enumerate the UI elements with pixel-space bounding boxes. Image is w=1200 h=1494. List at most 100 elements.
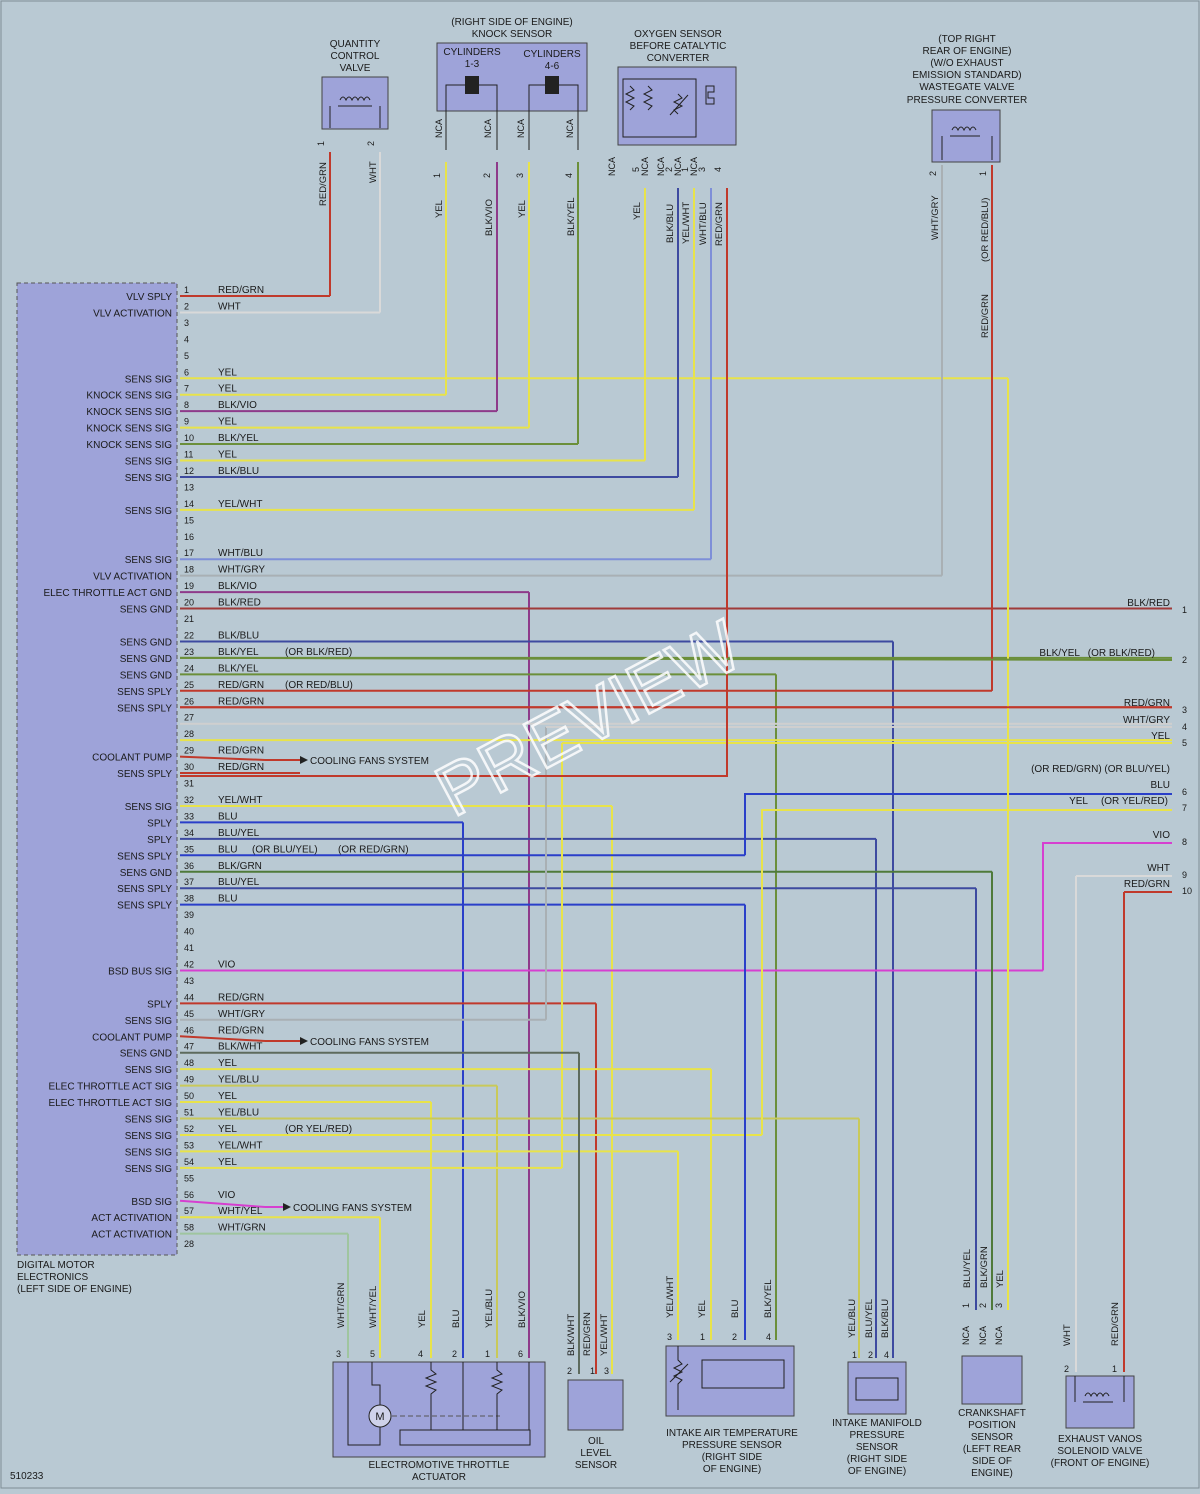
ecu-pin-number: 28 <box>184 729 194 739</box>
svg-text:1: 1 <box>316 141 326 146</box>
ecu-pin-number: 11 <box>184 450 193 460</box>
ecu-wire-color: BLK/GRN <box>218 861 262 872</box>
ecu-pin-number: 22 <box>184 630 194 640</box>
variable-resistor-icon <box>672 93 684 115</box>
ecu-pin-number: 16 <box>184 532 194 542</box>
right-connector-alt: (OR BLK/RED) <box>1088 648 1155 659</box>
svg-text:BLU/YEL: BLU/YEL <box>864 1299 875 1338</box>
svg-text:YEL: YEL <box>417 1310 428 1328</box>
wire-segment <box>1042 842 1172 971</box>
svg-text:WHT/YEL: WHT/YEL <box>368 1286 379 1328</box>
ecu-pin-number: 34 <box>184 828 194 838</box>
svg-text:1: 1 <box>485 1349 490 1359</box>
ecu-wire-color: BLK/BLU <box>218 630 259 641</box>
svg-text:5: 5 <box>631 167 641 172</box>
ecu-pin-number: 1 <box>184 285 189 295</box>
ecu-pin-signal: KNOCK SENS SIG <box>86 407 172 418</box>
ecu-pin-number: 19 <box>184 581 194 591</box>
svg-text:NCA: NCA <box>994 1326 1004 1345</box>
solenoid-coil-icon <box>339 96 371 102</box>
ecu-pin-number: 46 <box>184 1025 194 1035</box>
right-connector-alt: (OR RED/GRN) (OR BLU/YEL) <box>1031 764 1170 775</box>
ecu-wire-color: YEL/BLU <box>218 1108 259 1119</box>
svg-text:SOLENOID VALVE: SOLENOID VALVE <box>1057 1446 1143 1457</box>
ecu-pin-signal: VLV ACTIVATION <box>93 572 172 583</box>
svg-text:2: 2 <box>366 141 376 146</box>
ecu-pin-number: 37 <box>184 877 194 887</box>
ecu-pin-signal: SENS SIG <box>125 1016 172 1027</box>
ecu-pin-number: 45 <box>184 1009 194 1019</box>
ecu-pin-signal: SENS SIG <box>125 374 172 385</box>
svg-text:BLU: BLU <box>730 1299 741 1318</box>
ecu-wire-color: BLK/YEL <box>218 433 259 444</box>
oxygen-sensor: OXYGEN SENSOR BEFORE CATALYTIC CONVERTER… <box>607 29 737 246</box>
resistor-icon <box>642 85 654 111</box>
ecu-pin-number: 28 <box>184 1239 194 1249</box>
svg-text:EXHAUST VANOS: EXHAUST VANOS <box>1058 1434 1142 1445</box>
ecu-pin-number: 57 <box>184 1206 194 1216</box>
svg-text:OF ENGINE): OF ENGINE) <box>848 1466 906 1477</box>
ecu-wire-color: YEL/WHT <box>218 499 262 510</box>
ecu-pin-number: 9 <box>184 417 189 427</box>
svg-text:BLK/YEL: BLK/YEL <box>763 1279 774 1318</box>
right-connector-wire: RED/GRN <box>1124 698 1170 709</box>
ecu-pin-number: 8 <box>184 400 189 410</box>
ecu-pin-number: 32 <box>184 795 194 805</box>
wire-segment <box>761 809 1172 1135</box>
svg-text:NCA: NCA <box>565 119 575 138</box>
knock-sensor: (RIGHT SIDE OF ENGINE) KNOCK SENSOR CYLI… <box>432 17 588 236</box>
svg-text:SENSOR: SENSOR <box>575 1460 617 1471</box>
svg-text:INTAKE MANIFOLD: INTAKE MANIFOLD <box>832 1418 922 1429</box>
ecu-wire-color: WHT/GRN <box>218 1223 266 1234</box>
ecu-pin-signal: COOLANT PUMP <box>92 753 172 764</box>
svg-text:KNOCK SENSOR: KNOCK SENSOR <box>472 29 553 40</box>
svg-text:VALVE: VALVE <box>340 63 371 74</box>
wire-segment <box>744 793 1172 856</box>
ecu-pin-number: 58 <box>184 1223 194 1233</box>
ecu-pin-signal: SPLY <box>147 835 172 846</box>
ecu-pin-number: 20 <box>184 598 194 608</box>
svg-text:4: 4 <box>564 173 574 178</box>
ecu-pin-number: 21 <box>184 614 194 624</box>
ecu-pin-number: 40 <box>184 927 194 937</box>
ecu-pin-signal: SENS SPLY <box>117 687 172 698</box>
svg-text:4: 4 <box>418 1349 423 1359</box>
svg-text:2: 2 <box>1064 1364 1069 1374</box>
ecu-pin-number: 6 <box>184 367 189 377</box>
solenoid-coil-icon <box>951 126 977 132</box>
svg-text:YEL/WHT: YEL/WHT <box>665 1276 676 1318</box>
svg-text:4: 4 <box>766 1332 771 1342</box>
ecu-pin-number: 3 <box>184 318 189 328</box>
svg-text:1: 1 <box>1112 1364 1117 1374</box>
svg-text:(W/O EXHAUST: (W/O EXHAUST <box>930 58 1003 69</box>
ecu-pin-number: 30 <box>184 762 194 772</box>
ecu-pin-number: 29 <box>184 746 194 756</box>
ecu-pin-number: 53 <box>184 1140 194 1150</box>
ecu-wire-color: RED/GRN <box>218 746 264 757</box>
ecu-pin-number: 51 <box>184 1108 194 1118</box>
svg-text:RED/GRN: RED/GRN <box>582 1312 593 1356</box>
svg-text:YEL: YEL <box>434 200 445 218</box>
thermistor-icon <box>672 1346 684 1410</box>
svg-text:1: 1 <box>700 1332 705 1342</box>
ecu-pin-signal: ELEC THROTTLE ACT SIG <box>48 1082 172 1093</box>
electromotive-throttle-actuator: M 3 5 4 2 1 6 WHT/GRN WHT/YEL YEL BLU YE… <box>332 1282 546 1483</box>
ecu-pin-signal: ACT ACTIVATION <box>91 1213 172 1224</box>
ecu-pin-signal: VLV ACTIVATION <box>93 308 172 319</box>
ecu-pin-signal: SENS GND <box>120 637 172 648</box>
svg-text:(FRONT OF ENGINE): (FRONT OF ENGINE) <box>1051 1458 1150 1469</box>
svg-text:2: 2 <box>868 1350 873 1360</box>
potentiometer-icon <box>424 1362 438 1430</box>
right-connector-pin: 3 <box>1182 705 1187 715</box>
svg-text:1: 1 <box>432 173 442 178</box>
ecu-wire-color: BLU/YEL <box>218 877 260 888</box>
oil-level-sensor: 2 1 3 BLK/WHT RED/GRN YEL/WHT OIL LEVEL … <box>566 1312 624 1471</box>
ecu-pin-number: 26 <box>184 696 194 706</box>
svg-text:NCA: NCA <box>640 157 650 176</box>
svg-text:4-6: 4-6 <box>545 61 560 72</box>
ecu-pin-number: 42 <box>184 959 194 969</box>
svg-text:3: 3 <box>994 1303 1004 1308</box>
ecu-pin-signal: SPLY <box>147 818 172 829</box>
ecu-pin-signal: SENS SPLY <box>117 851 172 862</box>
